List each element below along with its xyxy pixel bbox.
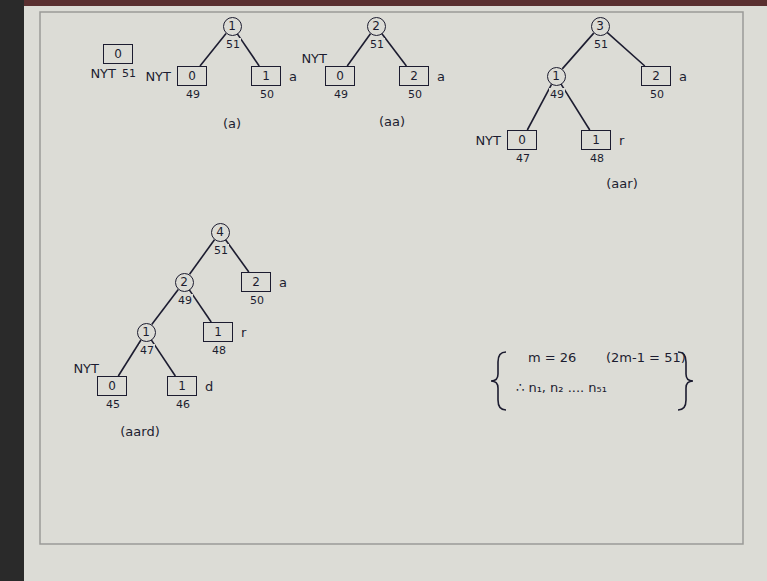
frame — [40, 12, 743, 544]
node-number: 49 — [177, 294, 193, 308]
node-number: 50 — [249, 294, 265, 308]
leaf-node-box: 045NYT — [97, 376, 127, 396]
node-symbol: NYT — [474, 134, 502, 148]
tree-caption: (aar) — [606, 176, 637, 192]
left-strip — [0, 0, 24, 581]
tree-edge — [152, 290, 179, 325]
node-weight: 0 — [188, 69, 196, 83]
node-symbol: a — [678, 70, 688, 84]
top-strip — [0, 0, 767, 6]
node-symbol: NYT — [89, 67, 117, 81]
node-symbol: r — [618, 134, 625, 148]
internal-node-circle: 251 — [367, 17, 386, 36]
node-symbol: r — [240, 326, 247, 340]
node-weight: 3 — [596, 19, 604, 33]
leaf-node-box: 148r — [203, 322, 233, 342]
node-symbol: d — [204, 380, 214, 394]
node-number: 49 — [549, 88, 565, 102]
node-weight: 1 — [592, 133, 600, 147]
tree-caption: (aard) — [120, 424, 159, 440]
node-weight: 2 — [410, 69, 418, 83]
leaf-node-box: 049NYT — [325, 66, 355, 86]
tree-edge — [561, 84, 590, 130]
node-number: 51 — [225, 38, 241, 52]
leaf-node-box: 146d — [167, 376, 197, 396]
leaf-node-box: 250a — [399, 66, 429, 86]
tree-edge — [527, 84, 551, 130]
tree-edge — [200, 33, 226, 66]
leaf-node-box: 250a — [241, 272, 271, 292]
node-weight: 0 — [108, 379, 116, 393]
node-weight: 1 — [552, 69, 560, 83]
node-number: 48 — [589, 152, 605, 166]
node-weight: 1 — [262, 69, 270, 83]
node-symbol: NYT — [300, 52, 328, 66]
node-weight: 0 — [114, 47, 122, 61]
internal-node-circle: 151 — [223, 17, 242, 36]
node-number: 46 — [175, 398, 191, 412]
node-weight: 2 — [180, 275, 188, 289]
leaf-node-box: 049NYT — [177, 66, 207, 86]
node-weight: 4 — [216, 225, 224, 239]
node-weight: 0 — [518, 133, 526, 147]
tree-caption: (a) — [223, 116, 241, 132]
node-weight: 1 — [228, 19, 236, 33]
internal-node-circle: 451 — [211, 223, 230, 242]
leaf-node-box: 150a — [251, 66, 281, 86]
node-number: 47 — [515, 152, 531, 166]
leaf-node-box: 148r — [581, 130, 611, 150]
node-weight: 1 — [142, 325, 150, 339]
node-number: 49 — [333, 88, 349, 102]
note-text: ∴ n₁, n₂ .... n₅₁ — [516, 380, 607, 396]
internal-node-circle: 249 — [175, 273, 194, 292]
leaf-node-box: 051NYT — [103, 44, 133, 64]
node-number: 45 — [105, 398, 121, 412]
node-weight: 2 — [252, 275, 260, 289]
node-symbol: a — [288, 70, 298, 84]
node-number: 48 — [211, 344, 227, 358]
node-weight: 0 — [336, 69, 344, 83]
tree-edge — [382, 34, 407, 66]
left-brace — [491, 352, 506, 410]
node-number: 51 — [369, 38, 385, 52]
node-number: 51 — [593, 38, 609, 52]
leaf-node-box: 250a — [641, 66, 671, 86]
internal-node-circle: 149 — [547, 67, 566, 86]
node-number: 47 — [139, 344, 155, 358]
node-number: 51 — [213, 244, 229, 258]
internal-node-circle: 147 — [137, 323, 156, 342]
tree-edge — [190, 240, 215, 275]
node-number: 50 — [407, 88, 423, 102]
node-number: 50 — [259, 88, 275, 102]
tree-edge — [347, 34, 370, 66]
node-symbol: NYT — [144, 70, 172, 84]
node-weight: 2 — [652, 69, 660, 83]
node-symbol: a — [436, 70, 446, 84]
tree-edge — [607, 32, 645, 66]
node-weight: 1 — [214, 325, 222, 339]
leaf-node-box: 047NYT — [507, 130, 537, 150]
node-number: 50 — [649, 88, 665, 102]
note-text: m = 26 — [528, 350, 576, 366]
node-weight: 1 — [178, 379, 186, 393]
node-symbol: a — [278, 276, 288, 290]
node-number: 51 — [121, 67, 137, 81]
tree-edge — [226, 240, 249, 272]
tree-edge — [118, 340, 141, 376]
node-symbol: NYT — [72, 362, 100, 376]
note-text: (2m-1 = 51) — [606, 350, 686, 366]
tree-edge — [562, 33, 593, 69]
internal-node-circle: 351 — [591, 17, 610, 36]
tree-caption: (aa) — [379, 114, 405, 130]
node-number: 49 — [185, 88, 201, 102]
node-weight: 2 — [372, 19, 380, 33]
